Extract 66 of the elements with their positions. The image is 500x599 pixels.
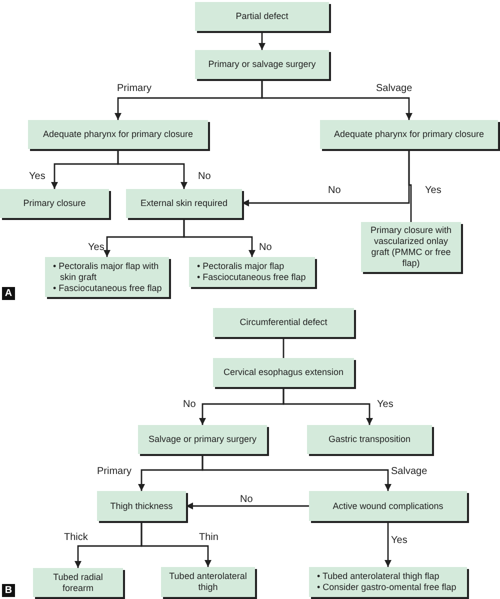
arrow <box>202 454 392 491</box>
panel-label: A <box>2 287 15 300</box>
process-box <box>213 308 354 337</box>
process-box <box>126 189 242 218</box>
process-box <box>28 120 208 149</box>
process-box <box>307 425 432 454</box>
process-box <box>309 491 467 521</box>
box-text: Partial defect <box>236 11 288 22</box>
bullet-item: • Consider gastro-omental free flap <box>317 582 456 593</box>
edge-label: No <box>240 495 253 505</box>
box-text: Adequate pharynx for primary closure <box>42 129 194 140</box>
arrow <box>183 218 256 257</box>
edge-label: No <box>328 186 341 196</box>
bullet-item: • Fasciocutaneous free flap <box>197 272 306 283</box>
box-text: Tubed radial forearm <box>52 572 104 594</box>
process-box <box>213 358 354 387</box>
bullet-item: • Pectoralis major flap <box>197 261 284 272</box>
edge-label: Salvage <box>376 84 412 94</box>
box-text: Cervical esophagus extension <box>223 367 344 378</box>
bullet-item: • Fasciocutaneous free flap <box>53 282 162 294</box>
edge-label: Primary <box>97 467 132 477</box>
box-text: Tubed anterolateral thigh <box>168 571 248 593</box>
edge-label: Thin <box>199 533 218 543</box>
edge-label: Yes <box>425 186 442 196</box>
arrow <box>258 31 266 50</box>
process-box <box>309 567 467 597</box>
box-text: Active wound complications <box>332 500 444 512</box>
box-text: Primary or salvage surgery <box>208 59 316 70</box>
box-text: Thigh thickness <box>110 500 173 512</box>
edge-label: Yes <box>391 536 408 546</box>
arrow <box>140 521 212 567</box>
process-box <box>97 491 186 521</box>
box-text: Salvage or primary surgery <box>148 434 257 445</box>
box-text: Primary closure with vascularized onlay graft (PMMC or free flap) <box>369 225 453 269</box>
bullet-item: • Tubed anterolateral thigh flap <box>317 571 440 582</box>
panel-label: B <box>2 584 15 597</box>
box-text: Gastric transposition <box>328 434 411 445</box>
box-text: Circumferential defect <box>240 317 328 328</box>
process-box <box>45 257 169 297</box>
process-box <box>320 120 498 149</box>
arrow <box>384 521 392 567</box>
box-text: Adequate pharynx for primary closure <box>334 129 484 140</box>
edge-label: Yes <box>88 243 104 253</box>
arrow <box>117 149 188 189</box>
edge-label: Salvage <box>391 467 428 477</box>
edge-label: Yes <box>377 400 394 410</box>
process-box <box>138 425 267 454</box>
bullet-item: • Pectoralis major flap with skin graft <box>53 260 160 282</box>
process-box <box>189 257 315 287</box>
box-text: External skin required <box>140 198 228 209</box>
arrow <box>261 79 412 120</box>
process-box <box>195 50 329 79</box>
edge-label: No <box>198 172 211 182</box>
edge-label: Yes <box>29 172 46 182</box>
box-text: Primary closure <box>23 198 86 209</box>
process-box <box>0 189 109 218</box>
arrow <box>186 502 309 510</box>
edge-label: Primary <box>117 84 152 94</box>
process-box <box>33 568 123 597</box>
process-box <box>161 567 255 597</box>
edge-label: No <box>259 243 272 253</box>
process-box <box>195 2 329 31</box>
edge-label: No <box>183 400 196 410</box>
process-box <box>361 222 461 272</box>
arrow <box>282 387 373 425</box>
edge-label: Thick <box>64 533 88 543</box>
